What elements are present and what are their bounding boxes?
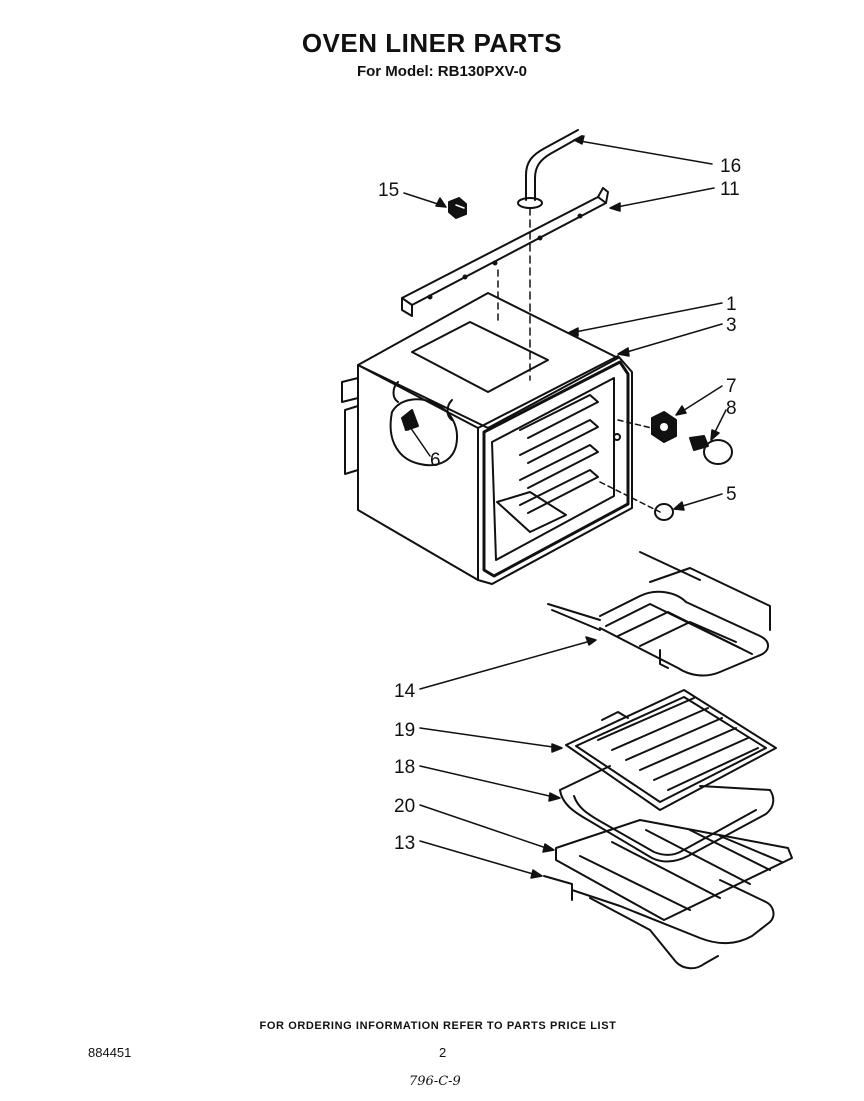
broiler-pan-part [559,765,775,863]
broiler-grid-part [565,689,777,811]
label-16: 16 [720,156,741,177]
lens-part [654,503,674,521]
label-20: 20 [394,796,415,817]
label-3: 3 [726,315,737,336]
clip-part [448,197,467,219]
label-5: 5 [726,484,737,505]
page-number: 2 [439,1045,447,1060]
oven-liner-cavity-part [341,292,661,585]
label-19: 19 [394,720,415,741]
ordering-note: FOR ORDERING INFORMATION REFER TO PARTS … [259,1020,617,1032]
oven-rack-part [555,819,793,921]
label-13: 13 [394,833,415,854]
label-14: 14 [394,681,416,702]
vent-tube-part [517,129,583,381]
label-18: 18 [394,757,415,778]
light-bulb-part [689,435,733,465]
lower-element-part [543,875,775,970]
document-number: 884451 [88,1045,132,1060]
light-socket-part [651,411,677,443]
page-title: OVEN LINER PARTS [301,28,563,58]
label-15: 15 [378,180,399,201]
label-7: 7 [726,376,737,397]
mounting-bracket-part [401,187,609,321]
label-11: 11 [720,179,740,200]
label-6: 6 [430,450,441,471]
label-8: 8 [726,398,737,419]
handwritten-note: 796-C-9 [409,1074,461,1089]
label-1: 1 [726,294,737,315]
leader-lines [403,135,727,879]
bake-element-part [547,551,771,677]
model-subtitle: For Model: RB130PXV-0 [356,63,528,80]
